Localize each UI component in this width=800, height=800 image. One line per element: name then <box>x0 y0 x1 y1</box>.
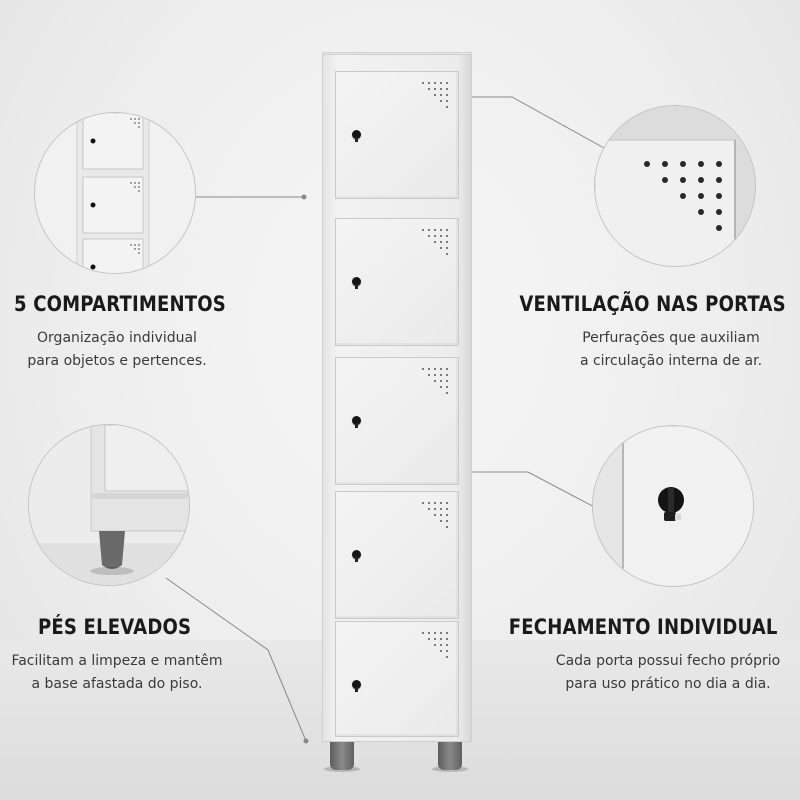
vent-holes-icon <box>422 632 448 658</box>
lock-icon[interactable] <box>352 277 361 289</box>
vent-holes-icon <box>422 368 448 394</box>
zoom-circle-compartments <box>34 112 196 274</box>
zoom-circle-closure <box>592 425 754 587</box>
feature-desc-line: Organização individual <box>37 330 197 346</box>
locker-foot <box>438 742 462 770</box>
locker-cabinet <box>322 54 472 742</box>
locker-door[interactable] <box>335 218 459 346</box>
compartments-zoom-illustration <box>35 113 195 273</box>
feature-desc-line: para objetos e pertences. <box>27 353 207 369</box>
feature-desc-line: Facilitam a limpeza e mantêm <box>11 653 223 669</box>
leader-line-closure <box>468 471 601 511</box>
locker-door[interactable] <box>335 621 459 737</box>
vent-holes-icon <box>422 502 448 528</box>
feature-desc-line: a circulação interna de ar. <box>579 353 763 369</box>
locker-door[interactable] <box>335 71 459 199</box>
feature-desc-line: Cada porta possui fecho próprio <box>555 653 781 669</box>
feature-desc-line: a base afastada do piso. <box>31 676 203 692</box>
lock-icon[interactable] <box>352 550 361 562</box>
feature-desc-ventilation: Perfurações que auxiliam a circulação in… <box>560 327 782 373</box>
leader-dot-compartments <box>301 194 307 200</box>
feature-title-ventilation: VENTILAÇÃO NAS PORTAS <box>519 292 786 316</box>
locker-door[interactable] <box>335 491 459 619</box>
locker-door[interactable] <box>335 357 459 485</box>
vent-holes-icon <box>422 82 448 108</box>
feature-desc-line: Perfurações que auxiliam <box>582 330 760 346</box>
zoom-circle-feet <box>28 424 190 586</box>
closure-zoom-illustration <box>593 426 753 586</box>
feet-zoom-illustration <box>29 425 189 585</box>
ventilation-zoom-illustration <box>595 106 755 266</box>
lock-icon[interactable] <box>352 416 361 428</box>
leader-line-ventilation <box>466 96 605 149</box>
feature-desc-feet: Facilitam a limpeza e mantêm a base afas… <box>6 650 228 696</box>
zoom-circle-ventilation <box>594 105 756 267</box>
feature-title-feet: PÉS ELEVADOS <box>38 615 192 639</box>
feature-title-closure: FECHAMENTO INDIVIDUAL <box>509 615 778 639</box>
feature-desc-line: para uso prático no dia a dia. <box>565 676 771 692</box>
feature-desc-closure: Cada porta possui fecho próprio para uso… <box>548 650 788 696</box>
feature-desc-compartments: Organização individual para objetos e pe… <box>12 327 222 373</box>
lock-icon[interactable] <box>352 680 361 692</box>
lock-icon[interactable] <box>352 130 361 142</box>
locker-foot <box>330 742 354 770</box>
vent-holes-icon <box>422 229 448 255</box>
feature-title-compartments: 5 COMPARTIMENTOS <box>14 292 226 316</box>
